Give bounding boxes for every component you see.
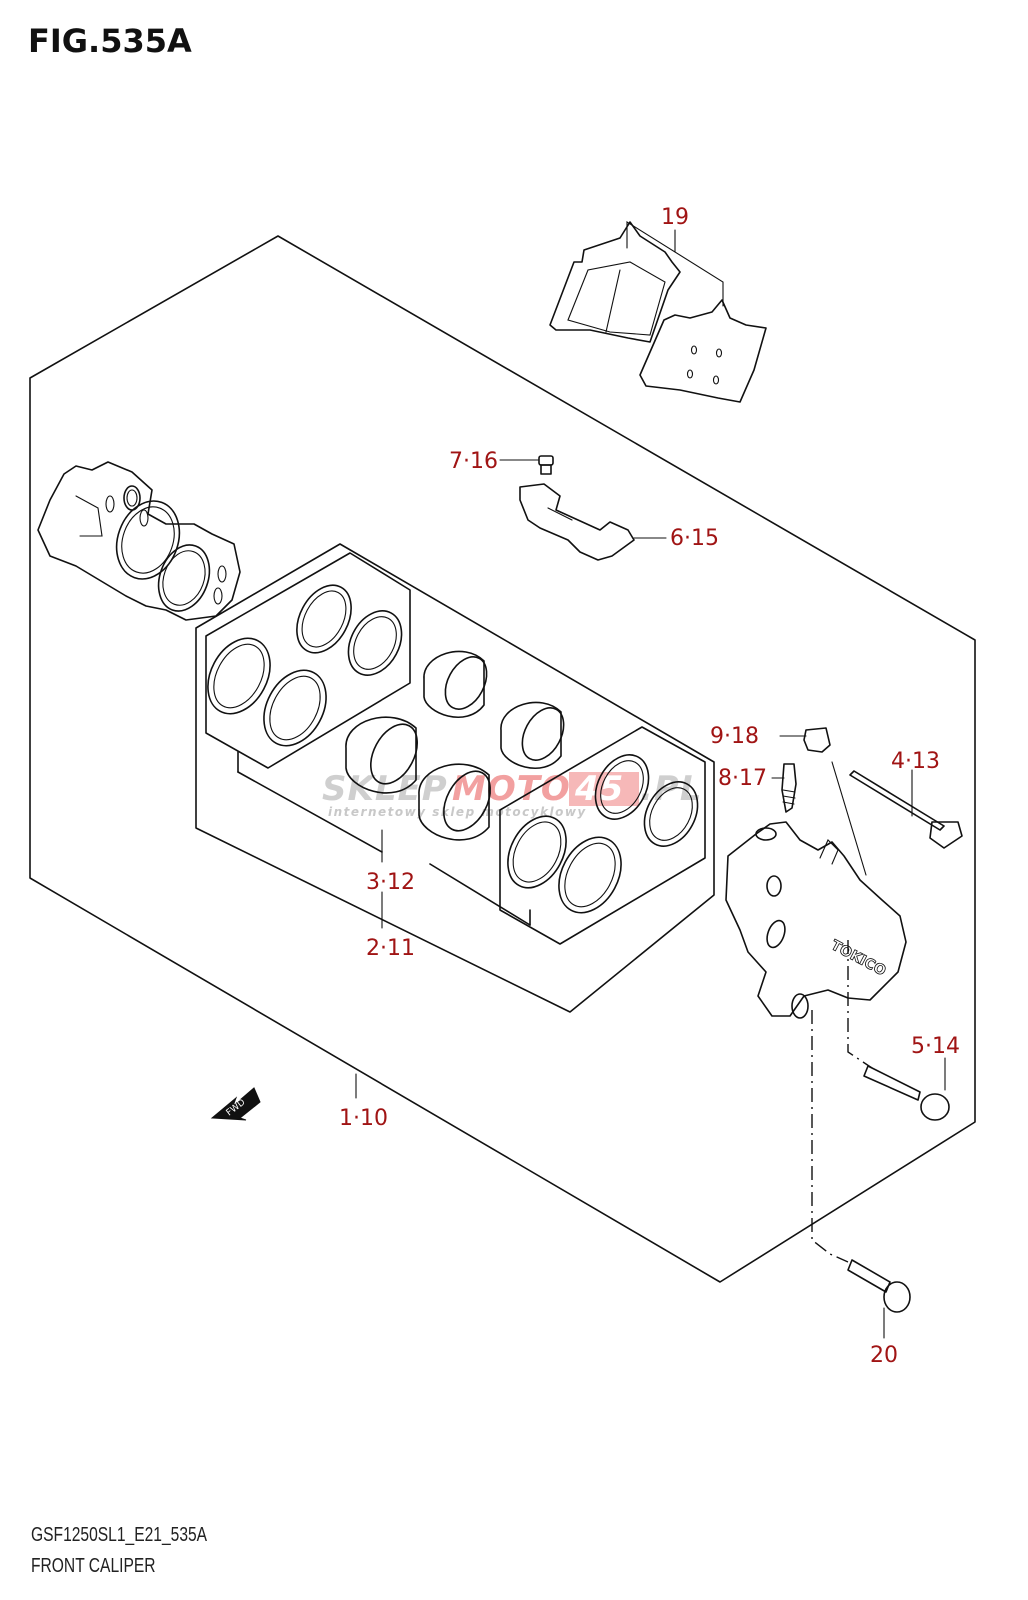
callout-8-17: 8·17 [718,766,767,791]
seal-set-outline-lower [499,726,706,945]
brake-pads [549,221,767,403]
callout-3-12: 3·12 [366,870,415,895]
caliper-bolt-20 [811,1010,911,1339]
watermark-45-box [569,772,639,806]
watermark-tagline: internetowy sklep motocyklowy [328,805,587,819]
seal-leader [237,771,383,853]
callout-1-10: 1·10 [339,1106,388,1131]
callout-6-15: 6·15 [670,526,719,551]
callout-7-16: 7·16 [449,449,498,474]
seal-set-outline-upper [205,552,411,769]
model-code: GSF1250SL1_E21_535A [31,1524,208,1546]
piston [418,763,491,841]
callout-4-13: 4·13 [891,749,940,774]
brake-pad-right [639,299,767,403]
watermark-part3: 45 [574,769,624,809]
pad-pin [831,761,963,876]
caliper-brand-label: TOKICO [828,937,888,979]
figure-title: FIG.535A [28,22,192,60]
piston-seal-rings-lower [507,754,699,914]
caliper-half-right: TOKICO [725,821,907,1019]
caliper-bolt-5-14 [847,940,950,1121]
caliper-assembly-outline [29,235,976,1283]
callout-5-14: 5·14 [911,1034,960,1059]
pad-spring [519,483,635,561]
figure-name: FRONT CALIPER [31,1555,156,1577]
piston-kit-outline [195,543,715,1013]
piston [423,650,488,718]
seal-leader [429,863,531,926]
bleeder-valve [771,763,797,813]
bleeder-cap [779,727,831,753]
piston [345,716,418,794]
callout-9-18: 9·18 [710,724,759,749]
fwd-direction-arrow: FWD [210,1087,261,1121]
watermark-part2: MOTO [452,769,571,809]
pistons [345,650,565,841]
callout-2-11: 2·11 [366,936,415,961]
caliper-half-left [37,461,241,621]
callout-19: 19 [661,205,689,230]
brake-pad-left [549,221,681,343]
pad-retainer [499,455,667,561]
piston-seal-rings-upper [207,584,403,747]
piston [500,701,565,769]
callout-20: 20 [870,1343,898,1368]
